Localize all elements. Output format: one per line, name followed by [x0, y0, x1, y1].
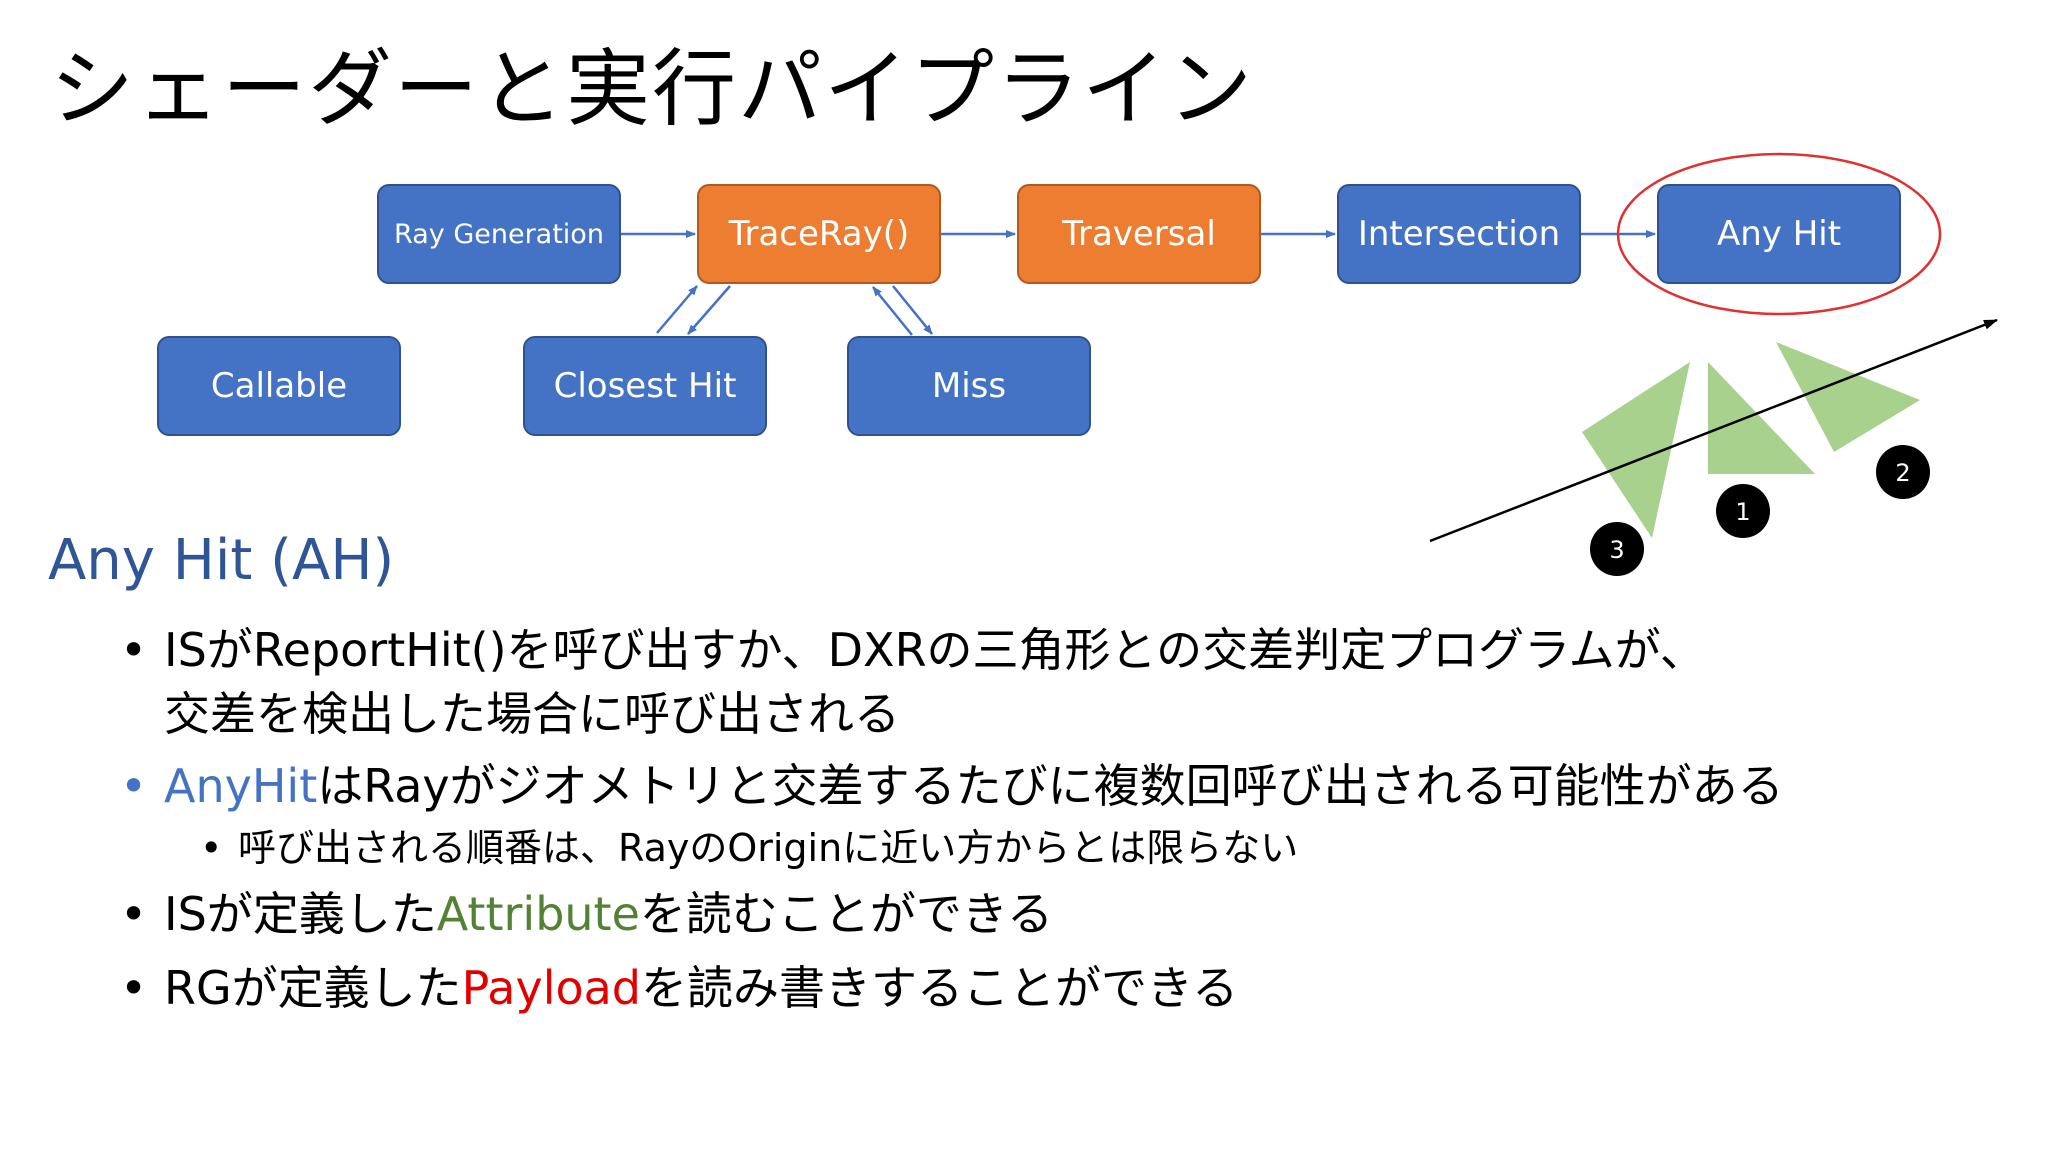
bullet-dot: • [120, 887, 148, 941]
bullet-list: • ISがReportHit()を呼び出すか、DXRの三角形との交差判定プログラ… [120, 618, 2000, 1020]
badge-2-label: 2 [1895, 459, 1910, 487]
miss-box: Miss [847, 336, 1091, 436]
bullet-4: • RGが定義したPayloadを読み書きすることができる [120, 956, 2000, 1020]
attribute-highlight: Attribute [436, 887, 640, 941]
any-hit-highlight-ellipse [1616, 152, 1942, 316]
badge-3-label: 3 [1609, 536, 1624, 564]
ray-line [1429, 318, 1998, 543]
bullet-1: • ISがReportHit()を呼び出すか、DXRの三角形との交差判定プログラ… [120, 618, 2000, 746]
payload-highlight: Payload [461, 961, 642, 1015]
bullet-4-post: を読み書きすることができる [641, 961, 1239, 1015]
triangle-3 [1582, 362, 1690, 538]
section-title: Any Hit (AH) [48, 528, 395, 593]
any-hit-box: Any Hit [1657, 184, 1901, 284]
callable-box: Callable [157, 336, 401, 436]
badge-1-label: 1 [1735, 498, 1750, 526]
triangle-2 [1776, 342, 1920, 452]
anyhit-highlight: AnyHit [164, 759, 318, 813]
badge-2 [1876, 445, 1930, 499]
bullet-dot: • [120, 759, 148, 813]
bullet-3-post: を読むことができる [639, 887, 1053, 941]
bullet-dot: • [200, 826, 223, 870]
bullet-1-line-1: ISがReportHit()を呼び出すか、DXRの三角形との交差判定プログラムが… [164, 623, 1706, 677]
badge-1 [1716, 484, 1770, 538]
arrow-closesthit-to-traceray [656, 285, 698, 334]
arrow-miss-to-traceray [872, 286, 913, 336]
ray-generation-box: Ray Generation [377, 184, 621, 284]
bullet-2-sub: • 呼び出される順番は、RayのOriginに近い方からとは限らない [200, 820, 2000, 876]
bullet-1-line-2: 交差を検出した場合に呼び出される [164, 687, 900, 741]
traversal-box: Traversal [1017, 184, 1261, 284]
bullet-2-text: はRayがジオメトリと交差するたびに複数回呼び出される可能性がある [317, 759, 1784, 813]
badge-3 [1590, 522, 1644, 576]
slide-title: シェーダーと実行パイプライン [50, 40, 1255, 138]
closest-hit-box: Closest Hit [523, 336, 767, 436]
bullet-dot: • [120, 961, 148, 1015]
bullet-2-sub-text: 呼び出される順番は、RayのOriginに近い方からとは限らない [238, 826, 1299, 870]
traceray-box: TraceRay() [697, 184, 941, 284]
bullet-3: • ISが定義したAttributeを読むことができる [120, 882, 2000, 946]
arrow-traceray-to-miss [892, 285, 933, 335]
bullet-4-pre: RGが定義した [164, 961, 462, 1015]
bullet-2: • AnyHitはRayがジオメトリと交差するたびに複数回呼び出される可能性があ… [120, 754, 2000, 818]
bullet-dot: • [120, 623, 148, 677]
triangle-1 [1708, 362, 1815, 474]
arrow-traceray-to-closesthit [687, 285, 731, 335]
bullet-3-pre: ISが定義した [164, 887, 437, 941]
intersection-box: Intersection [1337, 184, 1581, 284]
